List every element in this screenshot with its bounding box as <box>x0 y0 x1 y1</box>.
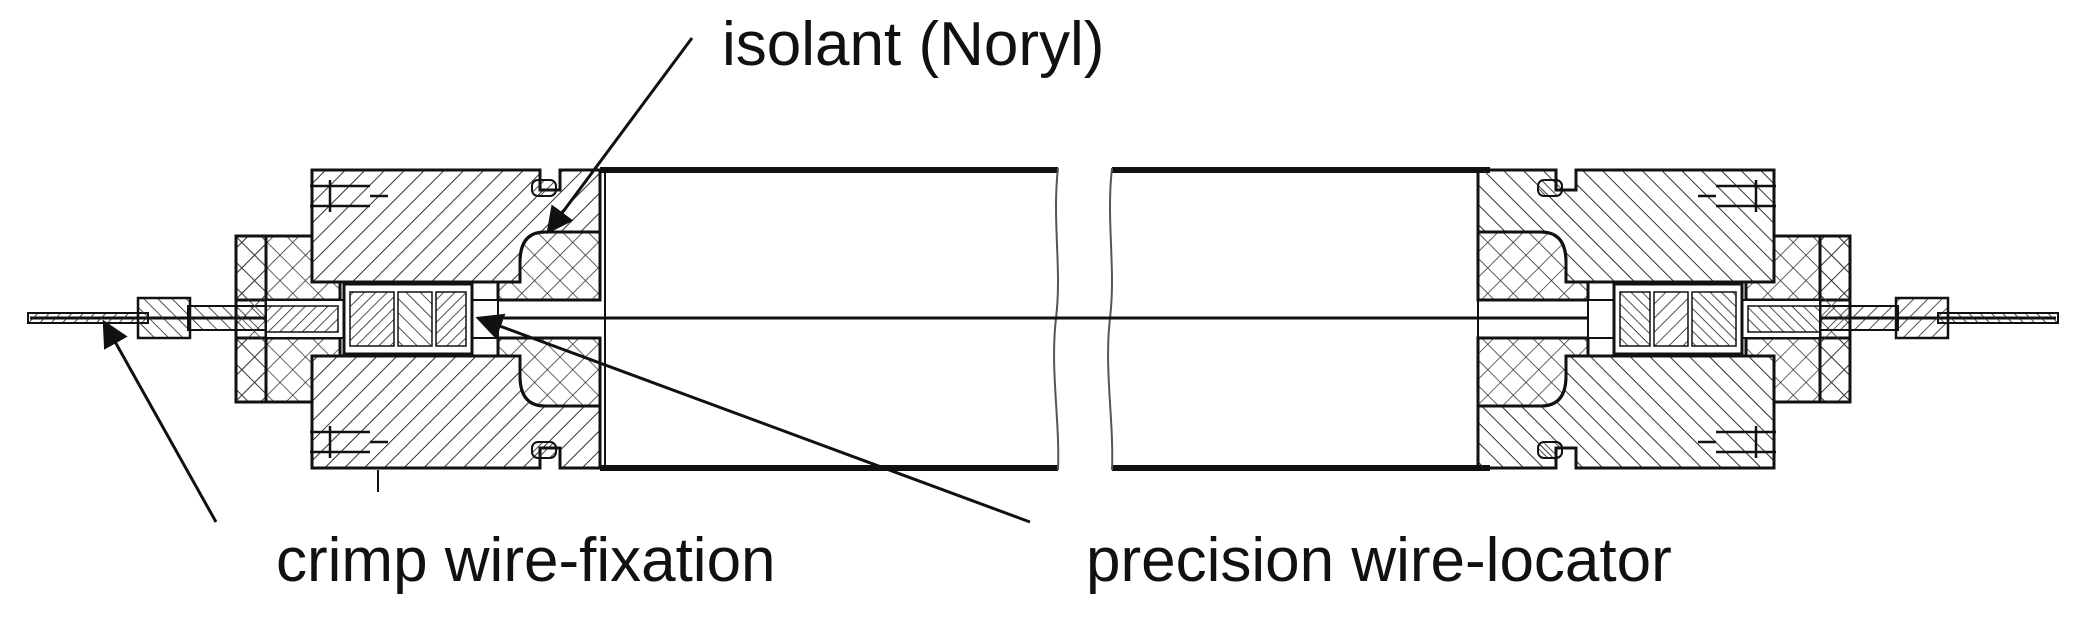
arrow-precision <box>475 313 1031 524</box>
label-crimp-wire-fixation: crimp wire-fixation <box>276 526 776 595</box>
end-cap-right <box>1476 168 2059 470</box>
arrow-isolant <box>546 37 694 235</box>
label-isolant: isolant (Noryl) <box>722 10 1105 79</box>
end-cap-left <box>27 168 602 492</box>
label-precision-wire-locator: precision wire-locator <box>1086 526 1672 595</box>
arrow-crimp <box>102 319 218 523</box>
